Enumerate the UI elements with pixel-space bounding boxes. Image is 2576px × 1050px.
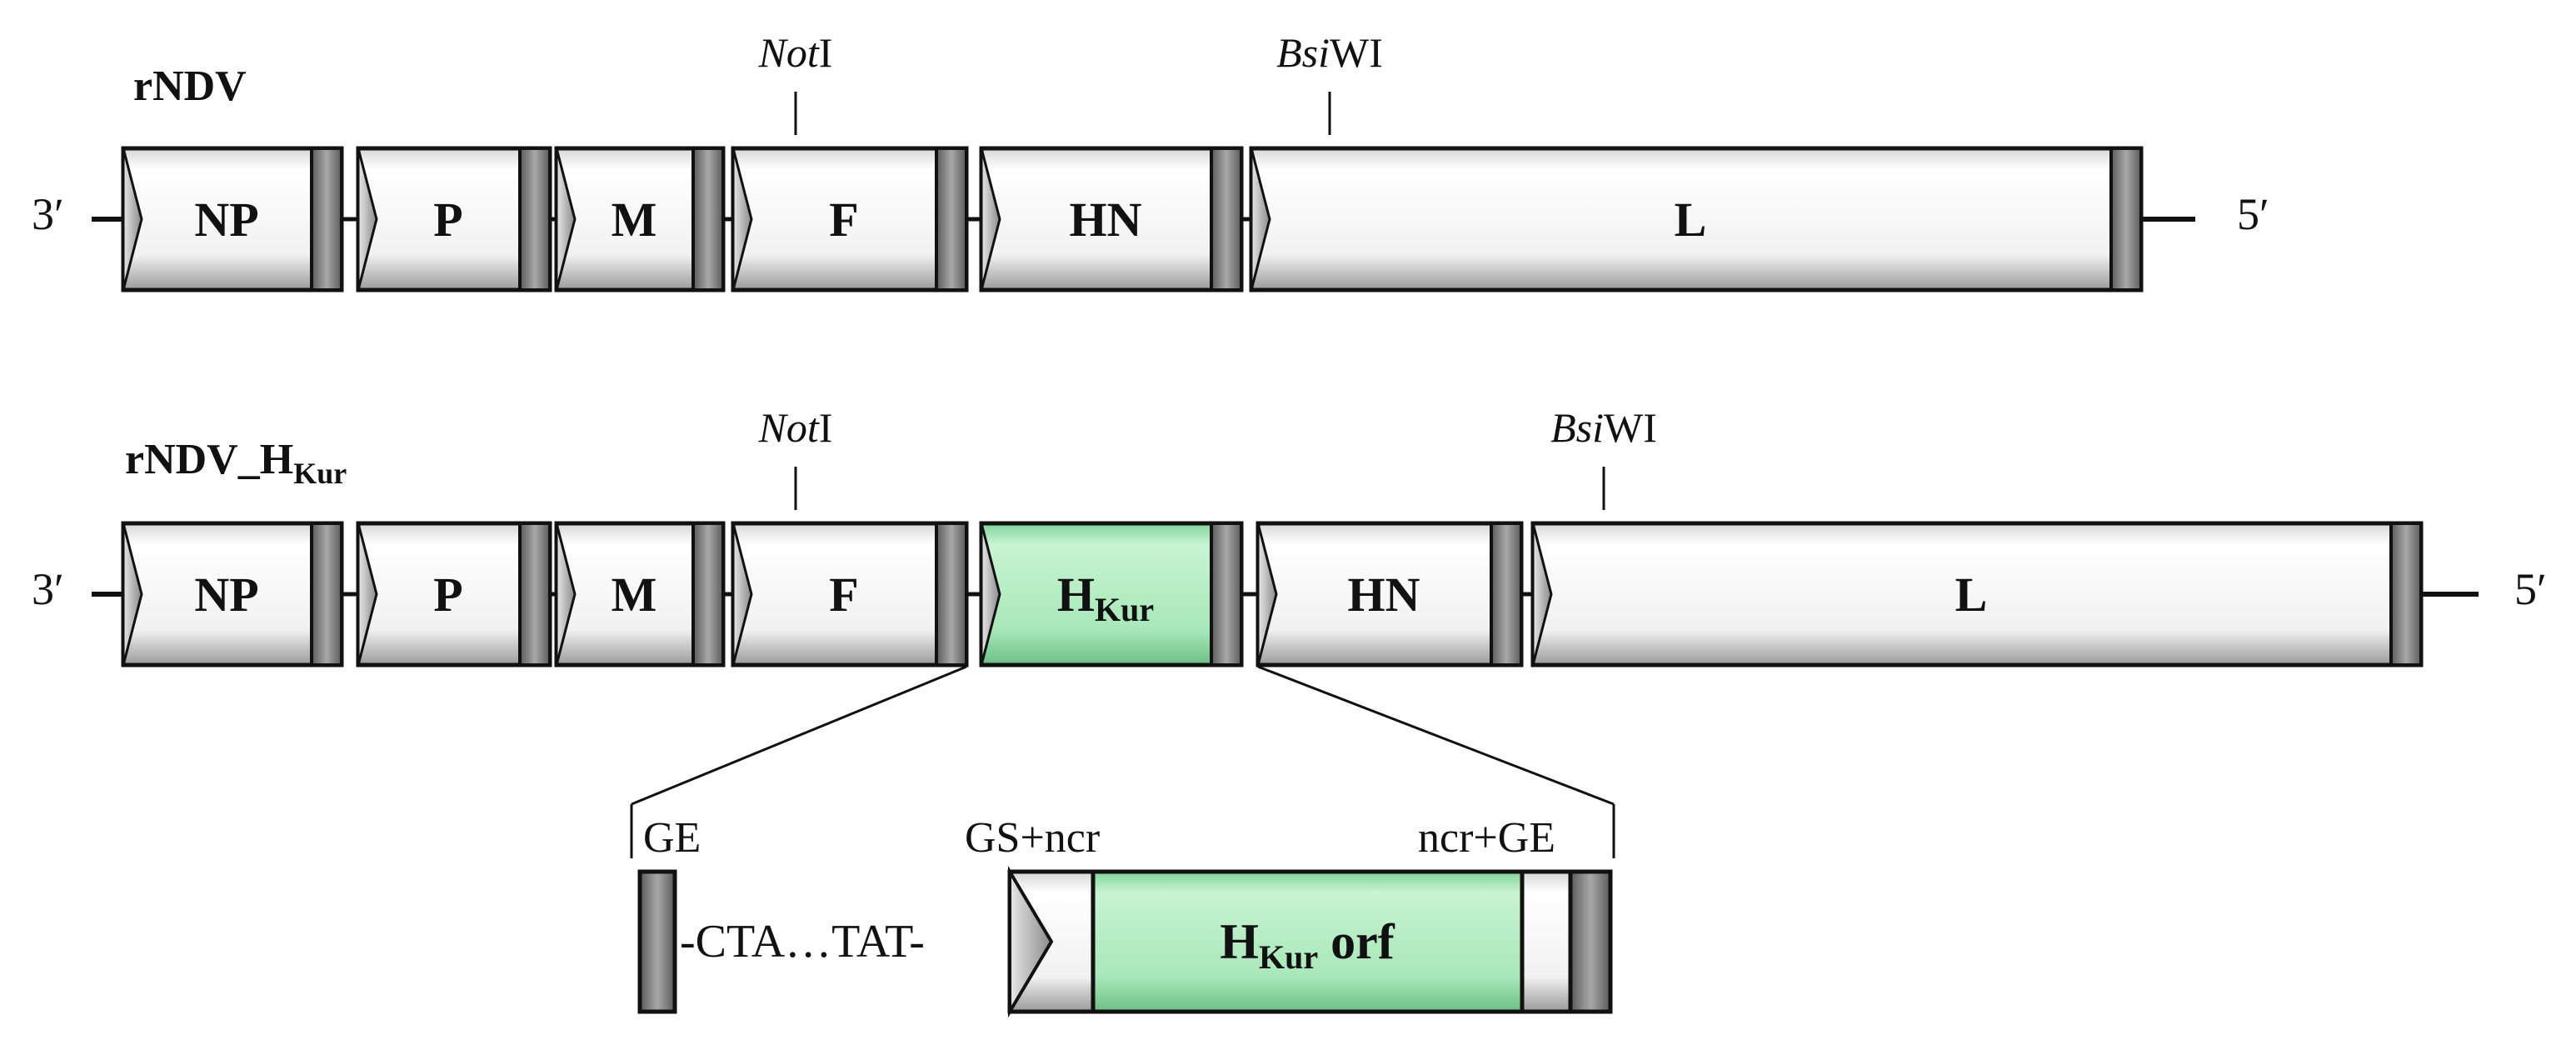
gene-body xyxy=(979,521,1244,668)
gene-l: L xyxy=(1530,521,2424,668)
ncr-block xyxy=(1520,869,1573,1014)
ge-cap xyxy=(1568,869,1613,1014)
restriction-site-noti: NotI xyxy=(758,29,833,135)
gene-start-arrow xyxy=(1531,522,1553,666)
gene-start-arrow xyxy=(122,522,143,666)
svg-text:NotI: NotI xyxy=(758,29,833,76)
gene-hkur: HKur xyxy=(979,521,1244,668)
gene-body xyxy=(731,146,969,292)
gene-hn: HN xyxy=(979,146,1244,292)
gene-body xyxy=(356,521,552,668)
ncr-ge-label: ncr+GE xyxy=(1418,814,1555,862)
gene-start-arrow xyxy=(980,148,1001,291)
gene-end-cap xyxy=(2389,522,2423,667)
construct-rndv: rNDV 3′ 5′ NP P M F HN L NotI BsiWI xyxy=(32,29,2269,292)
ge-label: GE xyxy=(643,814,701,862)
end-label-3prime: 3′ xyxy=(32,564,64,614)
gene-label: M xyxy=(612,192,657,247)
gene-p: P xyxy=(356,521,552,668)
gene-start-arrow xyxy=(980,522,1001,666)
gene-m: M xyxy=(554,146,726,292)
gene-label: F xyxy=(829,192,858,247)
site-name-italic: Not xyxy=(758,29,820,76)
site-name-roman: I xyxy=(819,29,833,76)
site-name-roman: WI xyxy=(1330,29,1383,76)
gene-hn: HN xyxy=(1256,521,1524,668)
gene-f: F xyxy=(731,521,969,668)
gene-start-arrow xyxy=(357,522,378,666)
gene-m: M xyxy=(554,521,726,668)
restriction-site-bsiwi: BsiWI xyxy=(1276,29,1383,135)
end-label-3prime: 3′ xyxy=(32,189,64,239)
site-name-italic: Bsi xyxy=(1550,404,1604,451)
gene-label: F xyxy=(829,568,858,622)
gene-start-arrow xyxy=(555,148,577,291)
gene-start-arrow xyxy=(1250,148,1271,291)
gene-start-arrow xyxy=(731,522,753,666)
gene-start-arrow xyxy=(1008,865,1054,1018)
site-name-italic: Not xyxy=(758,404,820,451)
gene-end-cap xyxy=(310,522,343,667)
gene-p: P xyxy=(356,146,552,292)
gene-start-arrow xyxy=(1256,522,1278,666)
gene-end-cap xyxy=(2109,147,2143,292)
gene-label: M xyxy=(612,568,657,622)
end-label-5prime: 5′ xyxy=(2514,564,2547,614)
gene-start-arrow xyxy=(357,148,378,291)
gene-label: HN xyxy=(1348,568,1420,622)
gene-end-cap xyxy=(1210,522,1243,667)
gene-start-arrow xyxy=(731,148,753,291)
gene-label: P xyxy=(433,568,462,622)
gene-f: F xyxy=(731,146,969,292)
construct-title: rNDV_HKur xyxy=(125,436,347,490)
construct-rndv-hkur: rNDV_HKur 3′ 5′ NP P M F HKur HN L NotI BsiWI xyxy=(32,404,2547,668)
gene-label: L xyxy=(1675,192,1707,247)
site-name-italic: Bsi xyxy=(1276,29,1330,76)
construct-title: rNDV xyxy=(133,62,247,110)
gene-end-cap xyxy=(691,147,725,292)
gene-end-cap xyxy=(1210,147,1243,292)
orf-label: HKur orf xyxy=(1220,914,1395,976)
ge-cap xyxy=(637,869,677,1014)
sequence-text: -CTA…TAT- xyxy=(680,916,925,968)
orf-block xyxy=(1091,869,1525,1014)
gene-body xyxy=(1530,521,2424,668)
gene-start-arrow xyxy=(122,148,143,291)
gene-body xyxy=(1249,146,2144,292)
gene-start-arrow xyxy=(555,522,577,666)
gene-end-cap xyxy=(310,147,343,292)
gene-track: NP P M F HKur HN L xyxy=(92,521,2479,668)
gene-label: NP xyxy=(194,568,258,622)
svg-text:BsiWI: BsiWI xyxy=(1550,404,1657,451)
gene-end-cap xyxy=(935,522,968,667)
gene-label: HKur xyxy=(1057,568,1154,628)
gene-end-cap xyxy=(935,147,968,292)
gene-end-cap xyxy=(518,522,552,667)
gene-end-cap xyxy=(1490,522,1523,667)
restriction-site-noti: NotI xyxy=(758,404,833,510)
gene-end-cap xyxy=(691,522,725,667)
gene-label: NP xyxy=(194,192,258,247)
gene-label: L xyxy=(1955,568,1988,622)
end-label-5prime: 5′ xyxy=(2237,189,2269,239)
svg-text:NotI: NotI xyxy=(758,404,833,451)
site-name-roman: WI xyxy=(1604,404,1657,451)
gene-l: L xyxy=(1249,146,2144,292)
insert-detail: GE GS+ncr ncr+GE -CTA…TAT- HKur orf xyxy=(637,814,1613,1018)
gene-label: P xyxy=(433,192,462,247)
gene-label: HN xyxy=(1070,192,1142,247)
site-name-roman: I xyxy=(819,404,833,451)
gene-np: NP xyxy=(121,146,344,292)
gs-ncr-label: GS+ncr xyxy=(965,814,1100,862)
gene-np: NP xyxy=(121,521,344,668)
gene-track: NP P M F HN L xyxy=(92,146,2195,292)
zoom-connector xyxy=(630,665,1615,858)
restriction-site-bsiwi: BsiWI xyxy=(1550,404,1657,510)
svg-text:BsiWI: BsiWI xyxy=(1276,29,1383,76)
gene-end-cap xyxy=(518,147,552,292)
